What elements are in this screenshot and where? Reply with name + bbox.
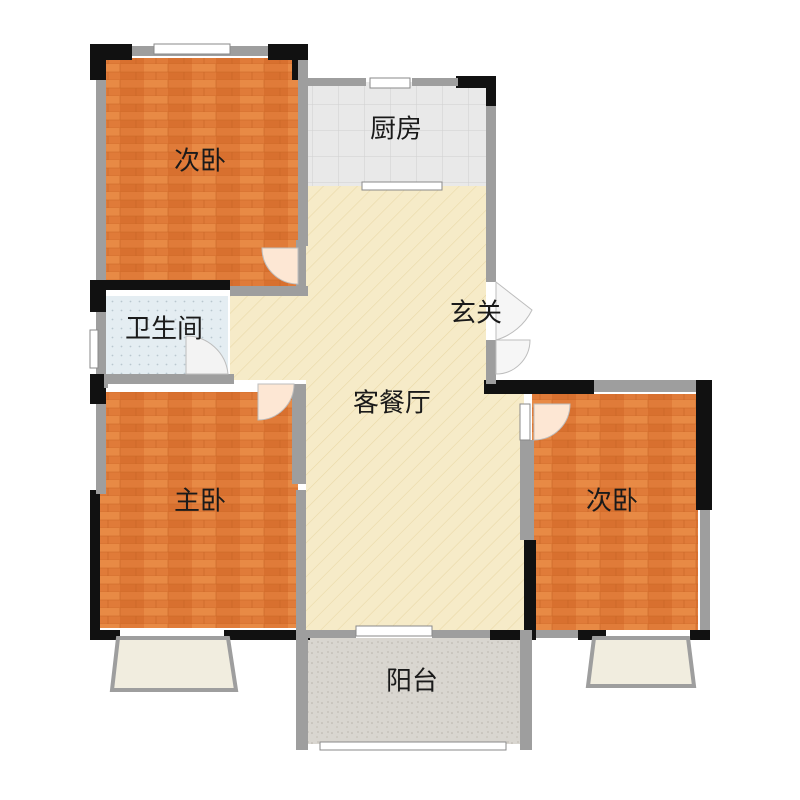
balcony-label: 阳台	[386, 667, 438, 697]
bay-windows	[109, 636, 697, 692]
bathroom-label: 卫生间	[125, 315, 203, 345]
master-bedroom-floor	[100, 392, 298, 628]
foyer-label: 玄关	[450, 299, 502, 329]
balcony-floor	[300, 638, 526, 744]
kitchen-floor	[306, 82, 486, 186]
living-dining-label: 客餐厅	[353, 389, 431, 419]
bedroom-right-label: 次卧	[586, 487, 638, 517]
master-bedroom-label: 主卧	[174, 487, 226, 517]
bedroom-right-floor	[532, 394, 698, 630]
windows	[89, 43, 531, 751]
kitchen-label: 厨房	[370, 115, 422, 145]
living-dining-floor	[230, 186, 524, 630]
bedroom-top-left-label: 次卧	[174, 147, 226, 177]
door-swings	[185, 247, 571, 441]
